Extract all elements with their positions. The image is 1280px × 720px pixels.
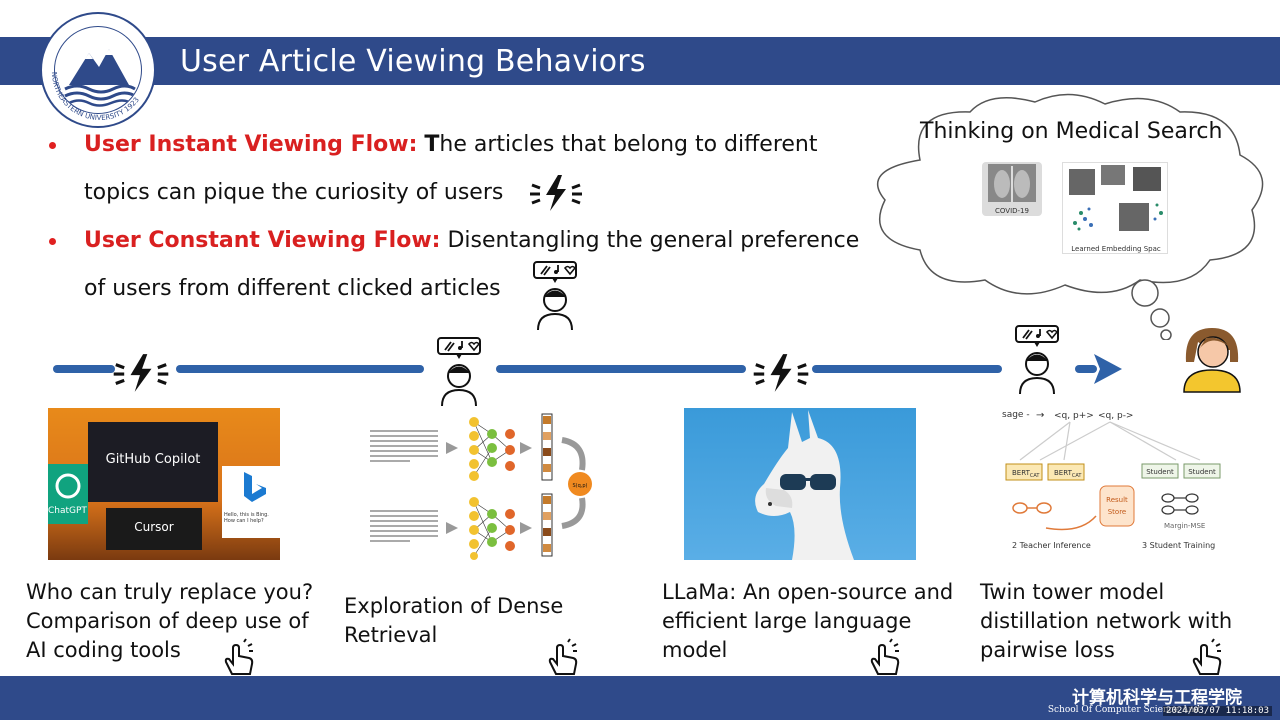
chatgpt-card: ChatGPT — [48, 464, 88, 524]
timeline-segment — [496, 365, 746, 373]
university-logo: NORTHEASTERN UNIVERSITY 1923 — [40, 12, 156, 128]
timeline-arrow-icon — [1094, 354, 1122, 389]
lightning-icon — [528, 173, 584, 218]
click-hand-icon[interactable] — [222, 638, 260, 681]
svg-text:<q, p->: <q, p-> — [1098, 411, 1133, 421]
svg-text:S(q,p): S(q,p) — [572, 483, 587, 489]
svg-text:Store: Store — [1108, 508, 1127, 516]
school-name-en: School Of Computer Science And — [1047, 705, 1200, 715]
timeline-segment — [1075, 365, 1097, 373]
cursor-card: Cursor — [106, 508, 202, 550]
svg-text:BERTCAT: BERTCAT — [1054, 469, 1082, 479]
footer-bar — [0, 676, 1280, 720]
article-1-thumbnail[interactable]: GitHub Copilot Cursor ChatGPT Hello, thi… — [48, 408, 280, 560]
title-bar — [0, 37, 1280, 85]
logo-text: NORTHEASTERN UNIVERSITY 1923 — [50, 72, 141, 122]
article-3-thumbnail[interactable] — [684, 408, 916, 560]
user-preference-icon — [434, 336, 484, 413]
article-1-caption: Who can truly replace you? Comparison of… — [26, 580, 314, 662]
bullet-1-line-2: topics can pique the curiosity of users — [84, 180, 504, 205]
thought-cloud-title: Thinking on Medical Search — [920, 119, 1223, 144]
timeline-segment — [53, 365, 115, 373]
xray-image: COVID-19 — [982, 162, 1042, 216]
bullet-2-line-2: of users from different clicked articles — [84, 276, 501, 301]
bing-card: Hello, this is Bing. How can I help? — [222, 466, 280, 538]
lightning-icon — [748, 352, 814, 399]
timeline-segment — [812, 365, 1002, 373]
article-4-thumbnail[interactable]: sage - → <q, p+> <q, p-> BERTCAT BERTCAT… — [1000, 404, 1232, 560]
bullet-1-line-1: User Instant Viewing Flow: The articles … — [84, 132, 818, 157]
timestamp: 2024/03/07 11:18:03 — [1163, 706, 1272, 716]
user-avatar-icon — [1176, 322, 1248, 399]
svg-text:Student: Student — [1188, 468, 1216, 476]
svg-text:sage -: sage - — [1002, 410, 1030, 420]
bullet-dot — [49, 142, 56, 149]
svg-text:Learned Embedding Spac: Learned Embedding Spac — [1071, 245, 1161, 253]
user-preference-icon — [1012, 324, 1062, 401]
svg-text:3 Student Training: 3 Student Training — [1142, 541, 1215, 550]
copilot-card: GitHub Copilot — [88, 422, 218, 502]
lightning-icon — [108, 352, 174, 399]
bullet-2-line-1: User Constant Viewing Flow: Disentanglin… — [84, 228, 860, 253]
svg-text:BERTCAT: BERTCAT — [1012, 469, 1040, 479]
bullet-dot — [49, 238, 56, 245]
svg-text:Student: Student — [1146, 468, 1174, 476]
school-name-cn: 计算机科学与工程学院 — [1072, 688, 1242, 708]
article-2-thumbnail[interactable]: S(q,p) — [366, 410, 606, 560]
article-4-caption: Twin tower model distillation network wi… — [980, 580, 1233, 662]
timeline-segment — [176, 365, 424, 373]
article-3-caption: LLaMa: An open-source and efficient larg… — [662, 580, 954, 662]
svg-text:→: → — [1036, 410, 1044, 421]
click-hand-icon[interactable] — [546, 638, 584, 681]
slide-title: User Article Viewing Behaviors — [180, 44, 646, 79]
click-hand-icon[interactable] — [868, 638, 906, 681]
bullet-1-highlight: User Instant Viewing Flow: — [84, 132, 418, 157]
bullet-2-highlight: User Constant Viewing Flow: — [84, 228, 441, 253]
click-hand-icon[interactable] — [1190, 638, 1228, 681]
user-preference-icon — [530, 260, 580, 337]
svg-text:<q, p+>: <q, p+> — [1054, 411, 1094, 421]
article-2-caption: Exploration of Dense Retrieval — [344, 594, 564, 647]
logo-emblem — [54, 26, 142, 114]
svg-text:2 Teacher Inference: 2 Teacher Inference — [1012, 541, 1091, 550]
svg-text:Result: Result — [1106, 496, 1128, 504]
svg-text:COVID-19: COVID-19 — [995, 207, 1029, 215]
embedding-space-image: Learned Embedding Spac — [1062, 162, 1168, 254]
svg-text:Margin-MSE: Margin-MSE — [1164, 522, 1205, 530]
